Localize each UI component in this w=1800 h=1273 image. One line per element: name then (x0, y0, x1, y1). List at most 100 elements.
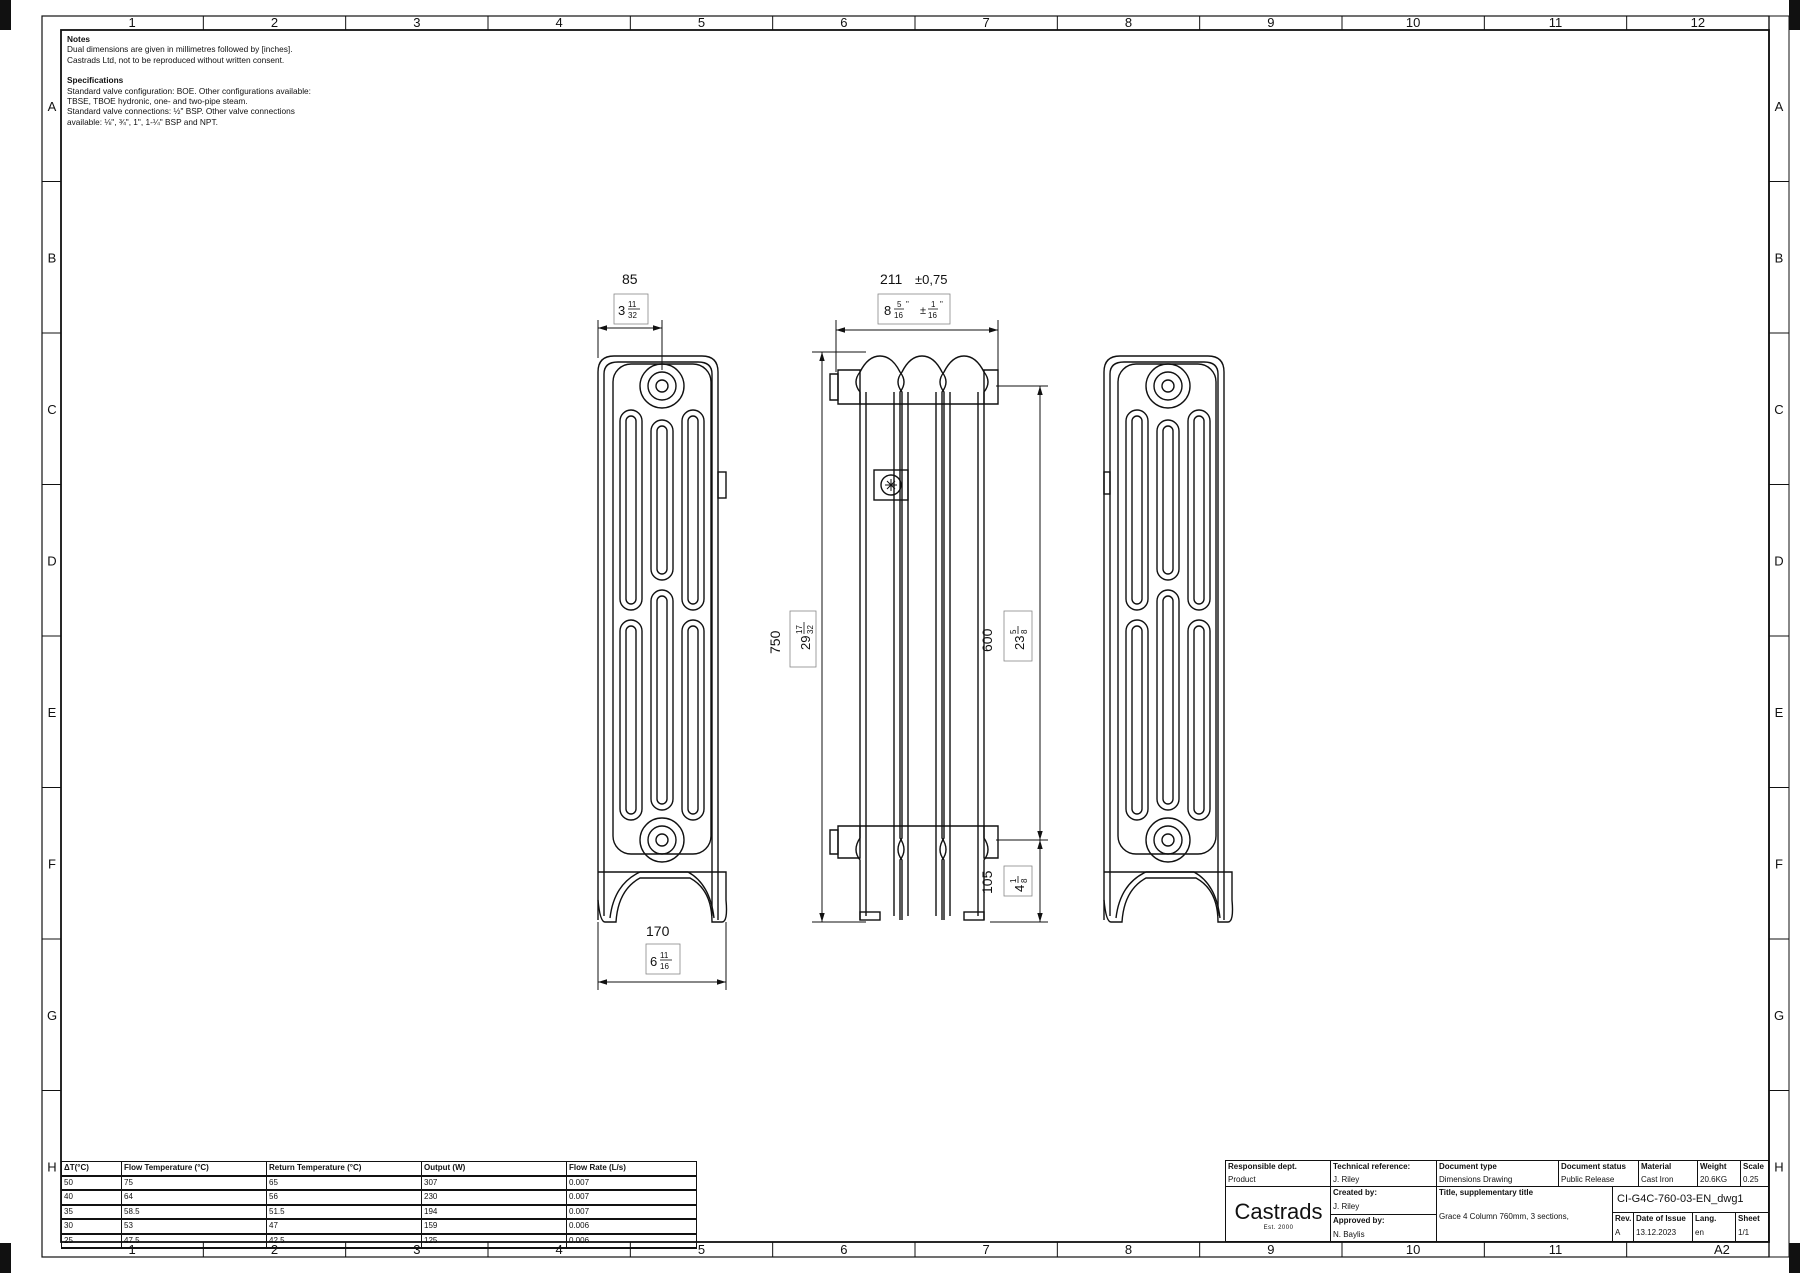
grid-col-label-top: 4 (556, 15, 563, 30)
table-cell: 159 (421, 1218, 567, 1234)
width-tol: ±0,75 (915, 272, 947, 287)
spec-line: Standard valve connections: ½" BSP. Othe… (67, 106, 295, 117)
created-by-label: Created by: (1333, 1188, 1378, 1197)
grid-row-label-right: H (1774, 1159, 1783, 1174)
brand-logo: Castrads (1234, 1199, 1323, 1224)
depth-in-whole: 3 (618, 303, 625, 318)
grid-row-label-left: E (48, 705, 57, 720)
table-row: 40 64 56 230 0.007 (61, 1189, 697, 1205)
centres-in-den: 8 (1020, 629, 1029, 634)
created-by-cell: Created by: J. Riley (1330, 1186, 1437, 1215)
rev-cell: Rev. A (1612, 1212, 1634, 1242)
table-cell: 0.006 (566, 1218, 697, 1234)
grid-col-label-bottom: 11 (1549, 1242, 1563, 1257)
height-mm: 750 (767, 630, 783, 654)
col-header: Output (W) (421, 1161, 567, 1177)
table-cell: 0.007 (566, 1204, 697, 1220)
doc-number: CI-G4C-760-03-EN_dwg1 (1617, 1193, 1744, 1205)
weight-value: 20.6KG (1700, 1175, 1728, 1184)
table-cell: 65 (266, 1175, 422, 1191)
grid-row-label-right: D (1774, 553, 1783, 568)
rev-label: Rev. (1615, 1214, 1632, 1223)
grid-row-label-right: B (1775, 250, 1784, 265)
title-label: Title, supplementary title (1439, 1188, 1534, 1197)
grid-col-label-top: 3 (413, 15, 420, 30)
material-label: Material (1641, 1162, 1672, 1171)
grid-col-label-top: 2 (271, 15, 278, 30)
grid-col-label-bottom: 4 (556, 1242, 563, 1257)
grid-col-label-top: 12 (1691, 15, 1705, 30)
grid-col-label-bottom: 5 (698, 1242, 705, 1257)
grid-col-label-bottom: 6 (840, 1242, 847, 1257)
table-cell: 230 (421, 1189, 567, 1205)
table-row: 50 75 65 307 0.007 (61, 1175, 697, 1191)
lang-value: en (1695, 1228, 1704, 1237)
document-type-label: Document type (1439, 1162, 1497, 1171)
width-tol-in-num: 1 (931, 300, 936, 309)
grid-row-label-left: A (48, 99, 57, 114)
width-mm: 211 (880, 271, 903, 287)
floor-in-den: 8 (1020, 878, 1029, 883)
table-cell: 0.007 (566, 1175, 697, 1191)
scale-label: Scale (1743, 1162, 1764, 1171)
grid-row-label-right: C (1774, 402, 1783, 417)
castrads-badge (873, 469, 909, 501)
sheet-cell: Sheet 1/1 (1735, 1212, 1769, 1242)
scale-value: 0.25 (1743, 1175, 1759, 1184)
brand-cell: Castrads Est. 2000 (1225, 1186, 1331, 1242)
sheet-size: A2 (1714, 1242, 1730, 1257)
notes-heading: Notes (67, 34, 91, 44)
grid-row-label-left: C (47, 402, 56, 417)
responsible-dept-value: Product (1228, 1175, 1256, 1184)
grid-col-label-top: 7 (983, 15, 990, 30)
grid-col-label-bottom: 1 (129, 1242, 136, 1257)
svg-text:±: ± (920, 305, 926, 317)
grid-col-label-top: 8 (1125, 15, 1132, 30)
depth-in-den: 32 (628, 311, 637, 320)
grid-col-label-bottom: 8 (1125, 1242, 1132, 1257)
notes-line: Dual dimensions are given in millimetres… (67, 44, 293, 55)
title-cell: Title, supplementary title Grace 4 Colum… (1436, 1186, 1613, 1242)
date-label: Date of Issue (1636, 1214, 1686, 1223)
notes-line: Castrads Ltd, not to be reproduced witho… (67, 54, 285, 65)
grid-row-label-right: F (1775, 856, 1783, 871)
dimension-lines (597, 320, 1048, 990)
title-block: Responsible dept. Product Technical refe… (1225, 1160, 1769, 1242)
table-cell: 0.007 (566, 1189, 697, 1205)
grid-col-label-top: 5 (698, 15, 705, 30)
grid-col-label-top: 6 (840, 15, 847, 30)
scale-cell: Scale 0.25 (1740, 1160, 1769, 1187)
depth-in-num: 11 (628, 300, 637, 309)
responsible-dept-label: Responsible dept. (1228, 1162, 1297, 1171)
document-status-label: Document status (1561, 1162, 1626, 1171)
grid-col-label-top: 9 (1267, 15, 1274, 30)
rev-value: A (1615, 1228, 1621, 1237)
grid-col-label-top: 1 (129, 15, 136, 30)
foot-mm: 170 (646, 923, 670, 939)
table-cell: 50 (61, 1175, 122, 1191)
sheet-label: Sheet (1738, 1214, 1760, 1223)
material-cell: Material Cast Iron (1638, 1160, 1698, 1187)
spec-line: Standard valve configuration: BOE. Other… (67, 85, 311, 96)
grid-col-label-bottom: 7 (983, 1242, 990, 1257)
table-row: 25 47.5 42.5 125 0.006 (61, 1233, 697, 1249)
brand-est: Est. 2000 (1263, 1225, 1294, 1231)
technical-reference-label: Technical reference: (1333, 1162, 1411, 1171)
width-in-num: 5 (897, 300, 902, 309)
centres-in-num: 5 (1009, 629, 1018, 634)
col-header: ΔT(°C) (61, 1161, 122, 1177)
table-cell: 75 (121, 1175, 267, 1191)
grid-col-label-bottom: 3 (413, 1242, 420, 1257)
responsible-dept-cell: Responsible dept. Product (1225, 1160, 1331, 1187)
approved-by-cell: Approved by: N. Baylis (1330, 1214, 1437, 1242)
technical-reference-cell: Technical reference: J. Riley (1330, 1160, 1437, 1187)
grid-row-label-left: G (47, 1008, 57, 1023)
table-cell: 40 (61, 1189, 122, 1205)
col-header: Flow Rate (L/s) (566, 1161, 697, 1177)
centres-mm: 600 (979, 628, 995, 652)
grid-row-label-left: F (48, 856, 56, 871)
table-cell: 47.5 (121, 1233, 267, 1249)
grid-col-label-bottom: 2 (271, 1242, 278, 1257)
